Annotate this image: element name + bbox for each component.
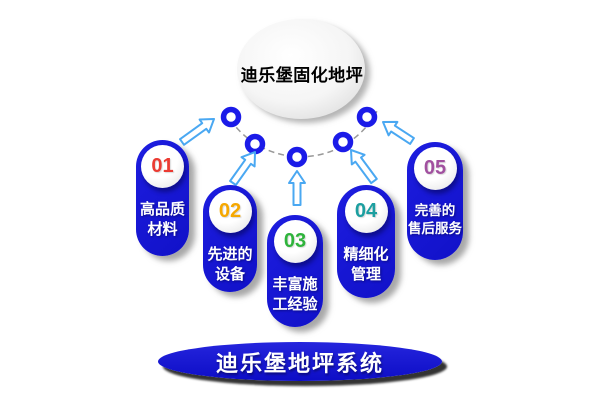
pill-number-badge-02: 02 <box>208 190 252 233</box>
connector-node-5 <box>356 106 378 128</box>
bottom-banner: 迪乐堡地坪系统 <box>158 342 442 381</box>
pill-number-05: 05 <box>423 157 447 179</box>
pill-number-04: 04 <box>354 200 378 222</box>
arrow-icon-3 <box>288 170 306 206</box>
pill-number-03: 03 <box>283 230 307 252</box>
central-circle-title: 迪乐堡固化地坪 <box>240 66 364 85</box>
connector-node-3 <box>286 146 308 168</box>
connector-node-1 <box>220 106 242 128</box>
feature-pill-03: 03 丰富施 工经验 <box>267 215 323 327</box>
arrow-icon-5 <box>382 120 415 145</box>
arrow-icon-1 <box>179 118 215 146</box>
pill-number-badge-03: 03 <box>273 220 317 263</box>
arrow-icon-2 <box>229 151 256 186</box>
pill-number-badge-05: 05 <box>413 147 457 190</box>
pill-label-02: 先进的 设备 <box>207 246 253 284</box>
pill-number-02: 02 <box>218 200 242 222</box>
pill-number-01: 01 <box>151 155 174 177</box>
feature-pill-04: 04 精细化 管理 <box>337 185 395 298</box>
arrow-icon-4 <box>350 149 378 185</box>
central-circle <box>237 19 365 119</box>
pill-label-05: 完善的 售后服务 <box>408 203 462 237</box>
pill-label-03: 丰富施 工经验 <box>272 276 318 314</box>
connector-node-2 <box>244 133 266 155</box>
bottom-banner-label: 迪乐堡地坪系统 <box>215 350 384 376</box>
pill-number-badge-01: 01 <box>141 145 184 188</box>
feature-pill-02: 02 先进的 设备 <box>203 185 257 292</box>
pill-label-01: 高品质 材料 <box>139 201 185 239</box>
feature-pill-01: 01 高品质 材料 <box>136 140 189 256</box>
feature-pill-05: 05 完善的 售后服务 <box>407 142 463 260</box>
pill-label-04: 精细化 管理 <box>343 246 389 284</box>
connector-node-4 <box>332 131 354 153</box>
pill-number-badge-04: 04 <box>344 190 388 233</box>
